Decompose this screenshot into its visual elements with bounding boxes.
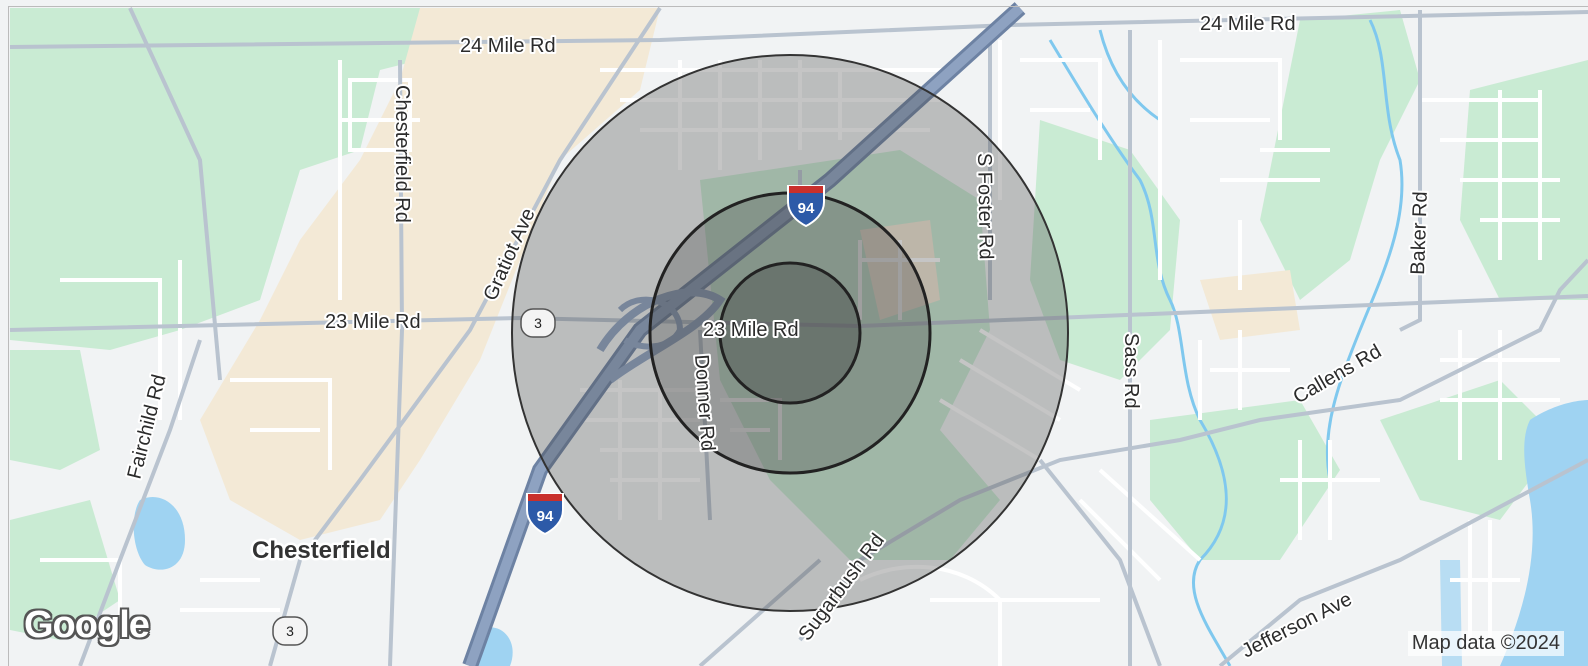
interstate-94 <box>462 2 1026 666</box>
road-label-baker: Baker Rd <box>1407 191 1432 275</box>
streams <box>1048 19 1404 666</box>
interstate-shield-bottom: 94 <box>526 493 564 536</box>
radius-rings <box>511 54 1069 612</box>
road-label-24-mile-right: 24 Mile Rd <box>1200 13 1296 35</box>
interstate-shield-top: 94 <box>787 185 825 228</box>
road-label-sass: Sass Rd <box>1120 333 1142 409</box>
road-label-chesterfield-rd: Chesterfield Rd <box>391 85 413 223</box>
place-label-chesterfield: Chesterfield <box>252 537 391 564</box>
map-attribution[interactable]: Map data ©2024 <box>1407 631 1564 656</box>
state-route-shield-bottom: 3 <box>272 616 308 646</box>
road-label-23-mile-left: 23 Mile Rd <box>325 311 421 333</box>
road-label-24-mile-left: 24 Mile Rd <box>460 35 556 57</box>
interstate-shield-top-number: 94 <box>798 200 815 217</box>
road-label-23-mile-center: 23 Mile Rd <box>703 319 799 341</box>
state-route-shield-top-number: 3 <box>534 315 542 331</box>
radius-ring-inner <box>718 261 862 405</box>
interstate-shield-bottom-number: 94 <box>537 508 554 525</box>
state-route-shield-top: 3 <box>520 308 556 338</box>
google-logo[interactable]: Google <box>24 604 150 646</box>
road-label-s-foster: S Foster Rd <box>973 153 997 260</box>
minor-streets <box>40 40 1560 666</box>
radius-ring-outer <box>511 54 1069 612</box>
state-route-shield-bottom-number: 3 <box>286 623 294 639</box>
